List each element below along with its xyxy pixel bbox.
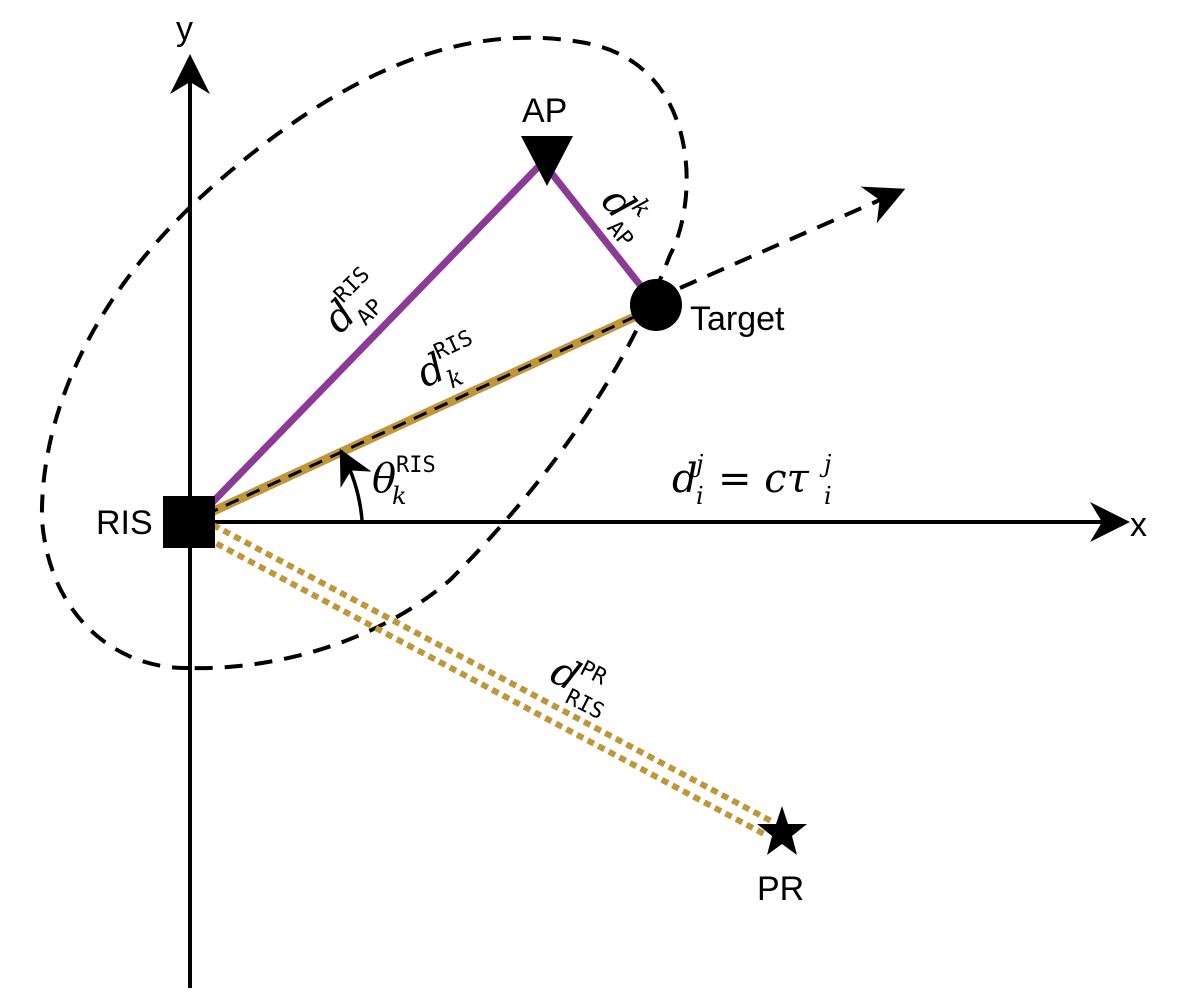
svg-text:RIS: RIS bbox=[430, 326, 477, 365]
target-label: Target bbox=[690, 300, 785, 338]
d-ap-k-label: d k AP bbox=[592, 179, 657, 252]
theta-arc bbox=[339, 448, 372, 521]
ris-label: RIS bbox=[96, 504, 153, 542]
target-direction-arrow bbox=[679, 186, 906, 290]
svg-text:d: d bbox=[672, 456, 698, 502]
svg-text:= cτ: = cτ bbox=[718, 456, 810, 502]
ap-triangle-icon bbox=[521, 136, 573, 186]
svg-text:k: k bbox=[443, 363, 468, 395]
ris-target-direction bbox=[204, 310, 646, 517]
theta-label: θ RIS k bbox=[372, 453, 436, 510]
svg-text:θ: θ bbox=[372, 456, 396, 502]
target-circle-icon bbox=[630, 279, 682, 331]
pr-label: PR bbox=[757, 870, 804, 908]
ap-label: AP bbox=[522, 92, 567, 130]
svg-text:i: i bbox=[696, 482, 704, 510]
svg-text:i: i bbox=[824, 482, 832, 510]
svg-text:j: j bbox=[819, 450, 832, 478]
iso-delay-ellipse bbox=[39, 35, 689, 671]
d-ap-ris-label: d RIS AP bbox=[315, 262, 389, 342]
y-axis-label: y bbox=[176, 10, 193, 48]
svg-text:RIS: RIS bbox=[396, 453, 436, 478]
ris-pr-link bbox=[204, 522, 775, 838]
svg-text:k: k bbox=[392, 482, 407, 510]
ris-ap-link bbox=[202, 162, 543, 513]
ris-square-icon bbox=[163, 496, 215, 548]
delay-equation: d j i = cτ j i bbox=[672, 450, 832, 510]
pr-star-icon bbox=[757, 806, 807, 855]
ap-target-link bbox=[542, 162, 651, 298]
d-ris-pr-label: d PR RIS bbox=[543, 648, 611, 725]
x-axis-label: x bbox=[1130, 506, 1147, 544]
